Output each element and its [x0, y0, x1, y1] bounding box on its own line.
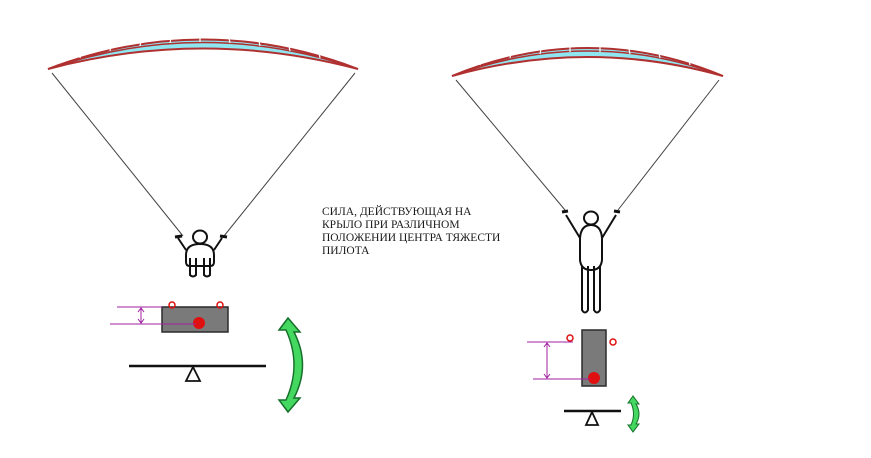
right-canopy-icon: [451, 47, 724, 77]
right-rotation-arrow-icon: [627, 395, 640, 433]
caption-line: СИЛА, ДЕЙСТВУЮЩАЯ НА: [322, 206, 472, 218]
seated-pilot-icon: [174, 229, 228, 278]
caption-line: КРЫЛО ПРИ РАЗЛИЧНОМ: [322, 219, 460, 231]
right-cg-block: [566, 329, 617, 387]
right-balance-beam-icon: [564, 409, 621, 426]
right-suspension-lines: [455, 79, 720, 211]
left-balance-beam-icon: [129, 364, 266, 382]
left-scene: [47, 37, 359, 414]
left-suspension-lines: [51, 72, 356, 237]
caption-line: ПИЛОТА: [322, 245, 370, 257]
right-offset-dimension: [527, 341, 590, 380]
right-scene: [451, 47, 724, 433]
left-offset-dimension: [110, 306, 196, 325]
caption-line: ПОЛОЖЕНИИ ЦЕНТРА ТЯЖЕСТИ: [322, 232, 501, 244]
diagram-caption: СИЛА, ДЕЙСТВУЮЩАЯ НА КРЫЛО ПРИ РАЗЛИЧНОМ…: [322, 206, 522, 258]
standing-pilot-icon: [561, 209, 621, 314]
left-rotation-arrow-icon: [277, 316, 304, 414]
left-canopy-icon: [47, 37, 359, 70]
left-cg-block: [161, 301, 229, 333]
